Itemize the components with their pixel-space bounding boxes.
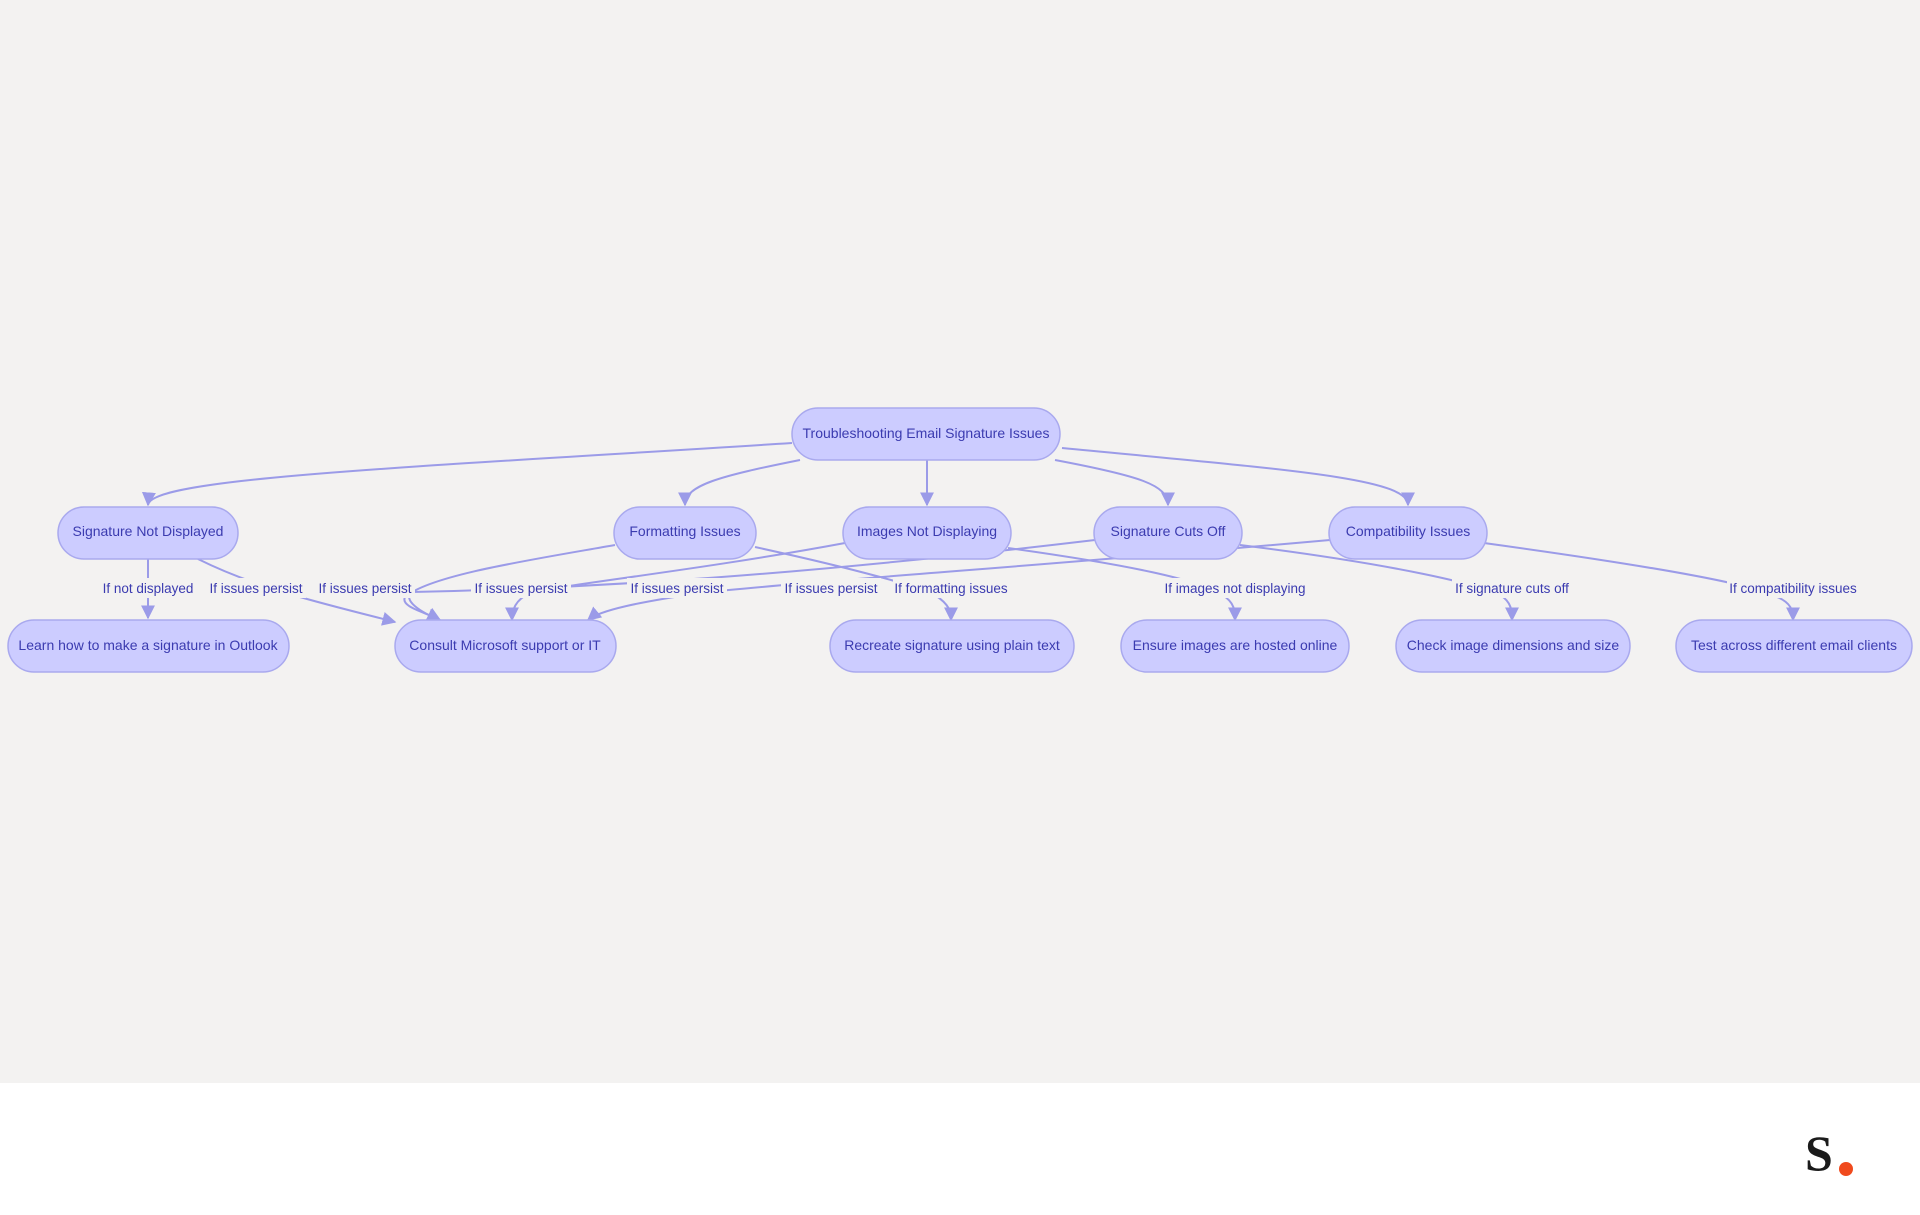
svg-text:Images Not Displaying: Images Not Displaying — [857, 523, 997, 539]
edge-formatting-consult — [403, 544, 616, 621]
node-signature-cuts-off[interactable]: Signature Cuts Off — [1093, 506, 1243, 560]
svg-text:If issues persist: If issues persist — [209, 581, 302, 596]
svg-text:If compatibility issues: If compatibility issues — [1729, 581, 1857, 596]
footer — [0, 1083, 1920, 1215]
svg-text:Signature Not Displayed: Signature Not Displayed — [73, 523, 224, 539]
svg-text:Consult Microsoft support or I: Consult Microsoft support or IT — [409, 637, 601, 653]
edge-label-formatting-recreate: If formatting issues — [893, 578, 1009, 598]
edge-label-compat-test: If compatibility issues — [1727, 578, 1859, 598]
edge-label-not-displayed-consult: If issues persist — [206, 578, 306, 598]
flowchart: If not displayed If issues persist If is… — [7, 407, 1913, 673]
svg-text:If signature cuts off: If signature cuts off — [1455, 581, 1569, 596]
svg-text:If issues persist: If issues persist — [474, 581, 567, 596]
node-test-email-clients[interactable]: Test across different email clients — [1675, 619, 1913, 673]
edge-root-not-displayed — [142, 442, 793, 507]
node-learn-signature[interactable]: Learn how to make a signature in Outlook — [7, 619, 290, 673]
svg-text:If issues persist: If issues persist — [318, 581, 411, 596]
edge-label-cuts-off-dimensions: If signature cuts off — [1452, 578, 1572, 598]
svg-text:Test across different email cl: Test across different email clients — [1691, 637, 1897, 653]
svg-text:Troubleshooting Email Signatur: Troubleshooting Email Signature Issues — [803, 425, 1050, 441]
edge-root-cuts-off — [1054, 459, 1175, 507]
edge-label-images-hosted: If images not displaying — [1164, 578, 1306, 598]
svg-text:If formatting issues: If formatting issues — [894, 581, 1008, 596]
diagram-canvas: If not displayed If issues persist If is… — [0, 0, 1920, 1083]
edge-root-compat — [1061, 447, 1415, 507]
edge-label-formatting-consult: If issues persist — [471, 578, 571, 598]
svg-text:Compatibility Issues: Compatibility Issues — [1346, 523, 1471, 539]
svg-text:Signature Cuts Off: Signature Cuts Off — [1111, 523, 1226, 539]
svg-text:Ensure images are hosted onlin: Ensure images are hosted online — [1133, 637, 1338, 653]
brand-logo: S — [1805, 1125, 1833, 1181]
edge-label-images-consult: If issues persist — [627, 578, 727, 598]
logo-dot-icon — [1839, 1162, 1853, 1176]
svg-text:Learn how to make a signature: Learn how to make a signature in Outlook — [18, 637, 278, 653]
svg-text:If images not displaying: If images not displaying — [1164, 581, 1305, 596]
svg-text:Check image dimensions and siz: Check image dimensions and size — [1407, 637, 1620, 653]
node-images-hosted-online[interactable]: Ensure images are hosted online — [1120, 619, 1350, 673]
node-signature-not-displayed[interactable]: Signature Not Displayed — [57, 506, 239, 560]
svg-text:Recreate signature using plain: Recreate signature using plain text — [844, 637, 1060, 653]
edge-label-cuts-off-consult: If issues persist — [315, 578, 415, 598]
svg-text:If not displayed: If not displayed — [103, 581, 194, 596]
node-consult-microsoft[interactable]: Consult Microsoft support or IT — [394, 619, 617, 673]
svg-text:Formatting Issues: Formatting Issues — [629, 523, 740, 539]
edge-root-formatting — [678, 459, 801, 507]
node-images-not-displaying[interactable]: Images Not Displaying — [842, 506, 1012, 560]
node-recreate-plain-text[interactable]: Recreate signature using plain text — [829, 619, 1075, 673]
edge-label-not-displayed-learn: If not displayed — [98, 578, 198, 598]
svg-text:If issues persist: If issues persist — [630, 581, 723, 596]
node-compatibility-issues[interactable]: Compatibility Issues — [1328, 506, 1488, 560]
svg-text:If issues persist: If issues persist — [784, 581, 877, 596]
edge-label-compat-consult: If issues persist — [781, 578, 881, 598]
node-root[interactable]: Troubleshooting Email Signature Issues — [791, 407, 1061, 461]
node-check-image-dimensions[interactable]: Check image dimensions and size — [1395, 619, 1631, 673]
node-formatting-issues[interactable]: Formatting Issues — [613, 506, 757, 560]
